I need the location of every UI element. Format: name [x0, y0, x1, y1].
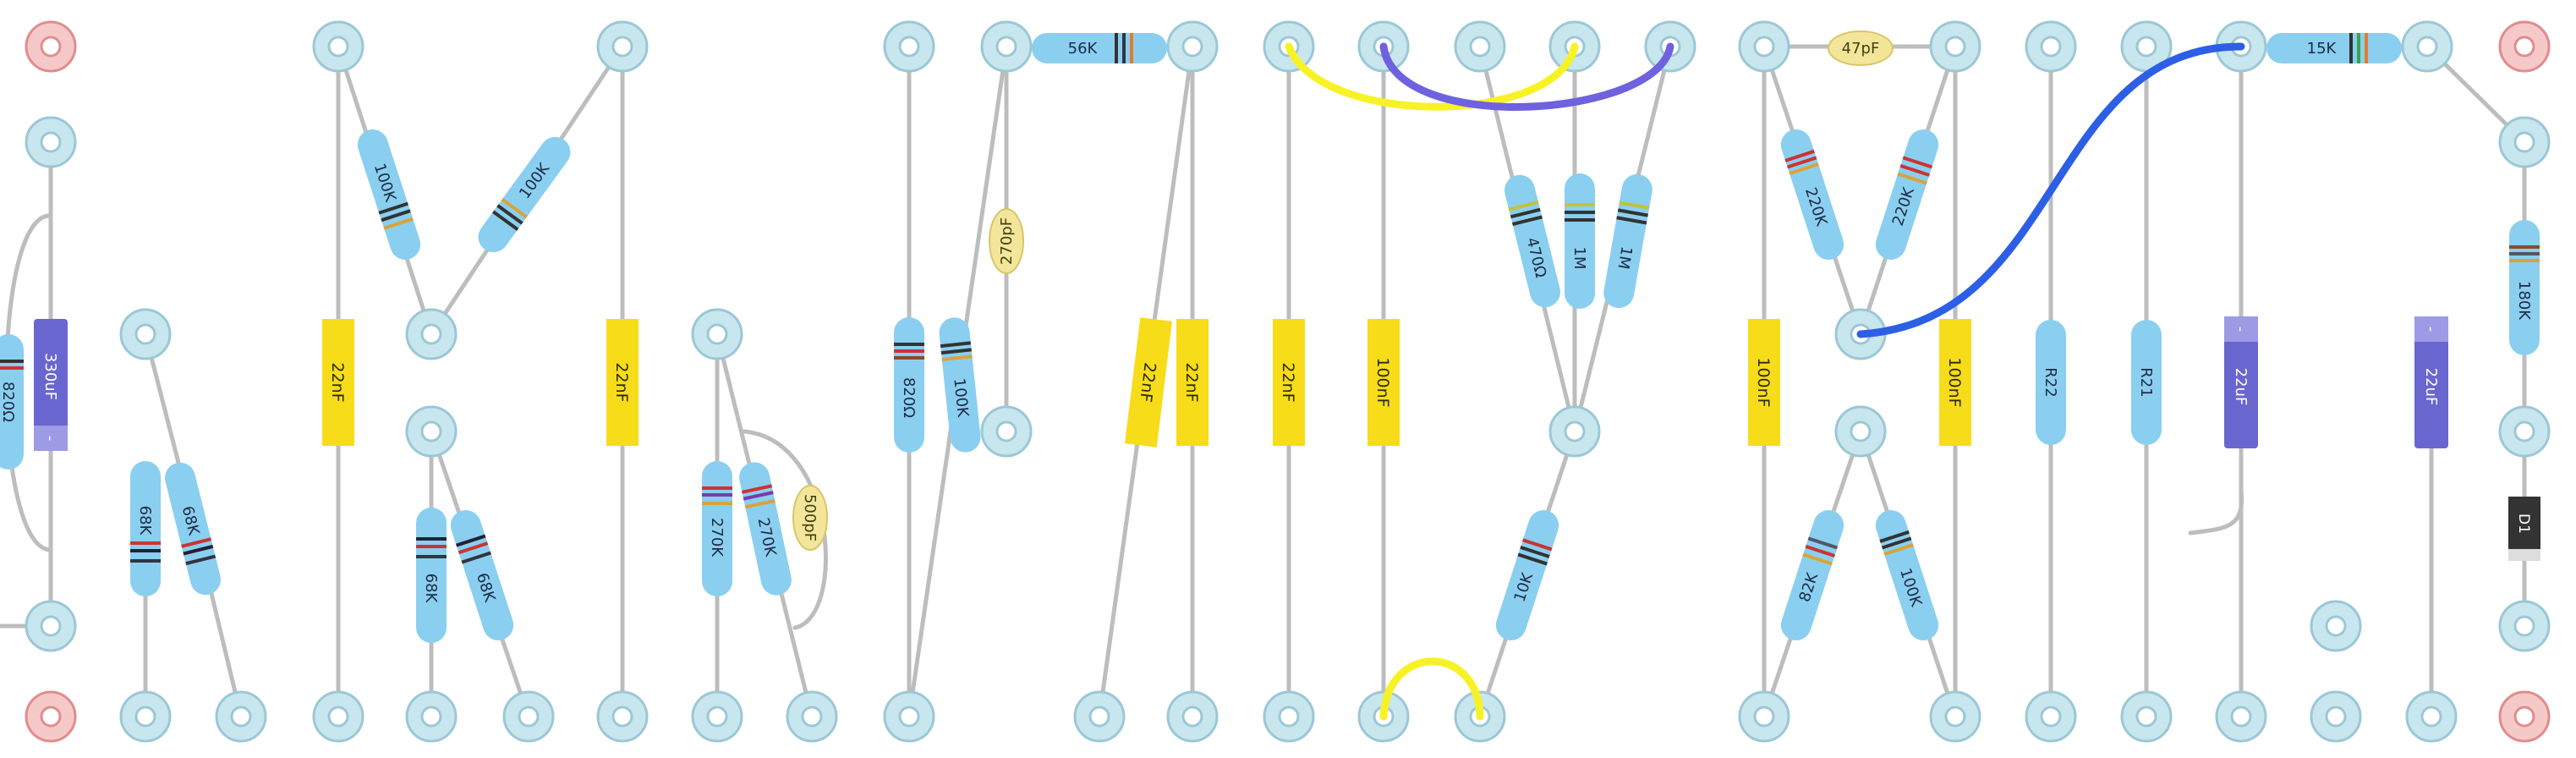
- jumper-wires: [1285, 42, 2245, 721]
- capacitor-label: 100nF: [1373, 357, 1392, 407]
- resistor-label: 180K: [2515, 281, 2533, 321]
- resistor: 10K: [1495, 510, 1559, 640]
- ceramic-capacitor: 270pF: [989, 208, 1024, 274]
- resistor-label: 68K: [136, 506, 154, 536]
- resistor-label: 1M: [1614, 244, 1635, 270]
- resistor: 68K: [165, 462, 221, 596]
- resistor: 100K: [357, 129, 421, 260]
- resistor: 820Ω: [894, 317, 924, 453]
- capacitor-label: 22nF: [1279, 362, 1297, 402]
- jumper-wire: [1285, 42, 1579, 111]
- film-capacitor: 22nF: [606, 319, 639, 446]
- electrolytic-capacitors: 330uF - 22uF - 22uF -: [34, 316, 2448, 451]
- ceramic-capacitor: 47pF: [1828, 30, 1894, 66]
- resistor: 220K: [1875, 129, 1939, 260]
- mounting-holes: [25, 20, 2551, 743]
- electrolytic-capacitor: 330uF -: [34, 319, 68, 451]
- ceramic-capacitor: 500pF: [792, 485, 828, 551]
- capacitor-label: 500pF: [801, 494, 819, 541]
- resistors: 820Ω 68K 68K 100K 100K 68: [0, 33, 2540, 643]
- resistor: 68K: [130, 461, 161, 596]
- resistor-label: 15K: [2307, 40, 2338, 58]
- resistor: 180K: [2509, 220, 2540, 355]
- resistor: 270K: [702, 461, 732, 596]
- resistor: 470Ω: [1504, 174, 1560, 308]
- resistor: 1M: [1565, 173, 1595, 309]
- resistor-label: 820Ω: [900, 377, 918, 418]
- capacitor-label: 47pF: [1842, 40, 1880, 58]
- resistor: 220K: [1780, 129, 1844, 260]
- resistor: 56K: [1032, 33, 1167, 63]
- capacitor-label: 22uF: [2422, 368, 2440, 406]
- resistor: 270K: [739, 462, 792, 596]
- jumper-wire: [1379, 657, 1484, 721]
- resistor: 68K: [450, 510, 514, 640]
- resistor: 100K: [1875, 510, 1939, 640]
- electrolytic-capacitor: 22uF -: [2224, 316, 2258, 448]
- film-capacitors: 22nF 22nF 22nF 22nF 22nF 100nF 100nF 10: [322, 317, 1971, 448]
- resistor: 820Ω: [0, 334, 24, 470]
- resistor: 82K: [1780, 510, 1844, 640]
- jumper-wire: [1379, 42, 1674, 111]
- resistor-label: 68K: [422, 574, 440, 604]
- capacitor-label: 330uF: [41, 353, 59, 400]
- film-capacitor: 100nF: [1939, 319, 1971, 446]
- capacitor-label: 100nF: [1945, 357, 1964, 407]
- resistor: R21: [2131, 320, 2162, 445]
- film-capacitor: 100nF: [1367, 319, 1400, 446]
- resistor-label: 100K: [950, 377, 972, 419]
- jumper-wire: [1856, 42, 2245, 338]
- capacitor-label: 100nF: [1754, 357, 1773, 407]
- resistor: 100K: [939, 317, 981, 453]
- polarity-mark: -: [41, 436, 59, 442]
- film-capacitor: 22nF: [322, 319, 354, 446]
- polarity-mark: -: [2422, 327, 2440, 332]
- resistor-label: 56K: [1068, 40, 1099, 58]
- resistor-label: 820Ω: [0, 382, 17, 422]
- diode-label: D1: [2515, 514, 2532, 534]
- resistor-label: 1M: [1570, 247, 1588, 270]
- resistor-label: R21: [2137, 367, 2155, 397]
- film-capacitor: 22nF: [1273, 319, 1305, 446]
- capacitor-label: 22nF: [328, 362, 347, 402]
- resistor-label: 270K: [708, 518, 726, 558]
- resistor-label: R22: [2042, 367, 2059, 397]
- solder-pads: [25, 20, 2551, 743]
- resistor: 1M: [1603, 173, 1652, 309]
- ceramic-capacitors: 500pF 270pF 47pF: [792, 30, 1894, 551]
- film-capacitor: 22nF: [1125, 317, 1172, 448]
- polarity-mark: -: [2232, 327, 2250, 332]
- resistor: 68K: [416, 508, 447, 643]
- resistor: R22: [2036, 320, 2066, 445]
- capacitor-label: 22nF: [612, 362, 631, 402]
- resistor: 100K: [478, 136, 571, 253]
- capacitor-label: 270pF: [998, 217, 1016, 265]
- capacitor-label: 22nF: [1182, 362, 1201, 402]
- film-capacitor: 22nF: [1176, 319, 1209, 446]
- diode: D1: [2508, 497, 2540, 561]
- capacitor-label: 22uF: [2232, 368, 2250, 406]
- resistor: 15K: [2266, 33, 2402, 63]
- film-capacitor: 100nF: [1748, 319, 1780, 446]
- electrolytic-capacitor: 22uF -: [2414, 316, 2448, 448]
